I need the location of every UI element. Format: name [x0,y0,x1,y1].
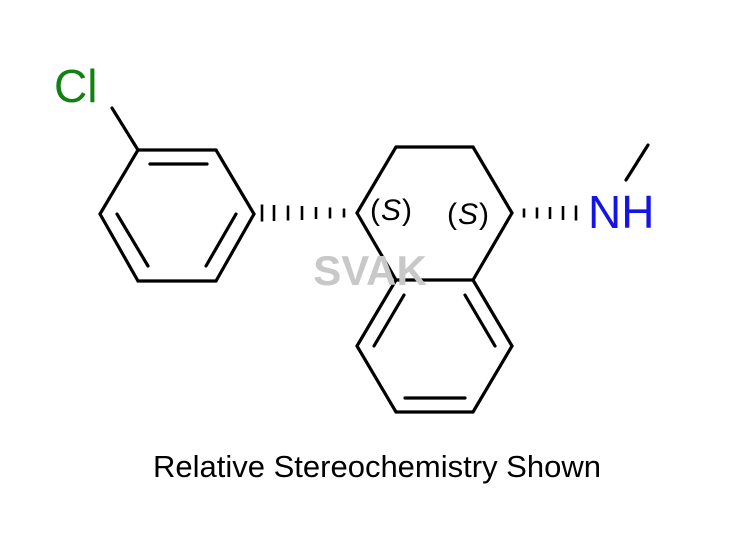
svg-text:(: ( [447,198,457,231]
amine-label: NH [588,186,654,238]
svg-text:(: ( [370,194,380,227]
stereo-descriptor-right: ( S ) [447,198,489,231]
saturated-ring [355,145,514,282]
caption: Relative Stereochemistry Shown [153,449,601,484]
hashed-wedge-aryl [260,204,346,222]
watermark: SVAK [313,247,427,294]
chlorophenyl-ring [98,148,256,283]
svg-text:): ) [479,198,489,231]
n-methyl-bond [624,143,650,182]
c-cl-bond [110,106,140,152]
svg-text:): ) [402,194,412,227]
stereo-descriptor-left: ( S ) [370,194,412,227]
hashed-wedge-amine [522,205,578,221]
stereo-left-letter: S [381,194,401,227]
fused-benzene-ring [355,278,514,414]
stereo-right-letter: S [458,198,478,231]
chlorine-label: Cl [54,60,97,112]
